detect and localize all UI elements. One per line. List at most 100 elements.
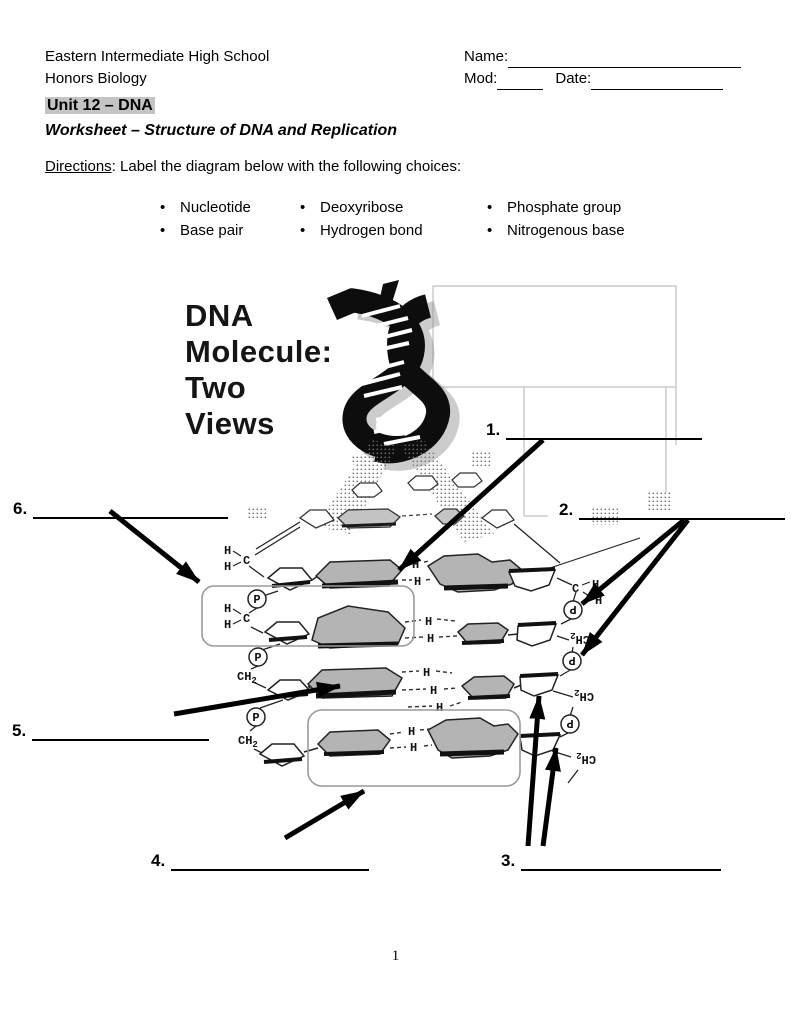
highlight-base-pair-box xyxy=(307,709,521,787)
highlight-nucleotide-box xyxy=(201,585,415,647)
name-label: Name: xyxy=(464,48,509,65)
label-number: 6. xyxy=(13,499,28,518)
label-number: 4. xyxy=(151,851,166,870)
atom-label: C xyxy=(243,612,250,626)
arrow-5 xyxy=(173,681,341,717)
caption-line: Molecule: xyxy=(185,334,332,369)
unit-title: Unit 12 – DNA xyxy=(45,93,397,118)
word-bank-item: • Hydrogen bond xyxy=(300,219,487,242)
phosphate-label: P xyxy=(569,602,576,616)
h-bond-label: H xyxy=(423,666,430,680)
bullet-icon: • xyxy=(300,222,306,239)
ch2-label: CH2 xyxy=(238,734,258,750)
date-label: Date: xyxy=(555,70,592,87)
diagram-label-1: 1. xyxy=(486,420,703,440)
diagram-label-6: 6. xyxy=(13,499,229,519)
ch2-label-flipped: CH2 xyxy=(574,687,594,703)
header-left: Eastern Intermediate High School Honors … xyxy=(45,46,269,90)
mod-blank[interactable] xyxy=(497,73,544,90)
arrow-3a xyxy=(525,695,546,847)
answer-blank-2[interactable] xyxy=(579,503,786,520)
base-pair-row xyxy=(263,605,558,649)
atom-labels-left: H H C H H C CH2 CH2 xyxy=(224,544,258,750)
pointer-arrows xyxy=(108,438,690,847)
word-bank-item: • Phosphate group xyxy=(487,196,625,219)
label-number: 2. xyxy=(559,500,574,519)
diagram-caption: DNA Molecule: Two Views xyxy=(185,298,332,441)
ch2-label-flipped: CH2 xyxy=(576,750,596,766)
word-bank-label: Base pair xyxy=(180,222,244,239)
atom-label: H xyxy=(224,602,231,616)
phosphate-label: P xyxy=(253,593,260,607)
answer-blank-1[interactable] xyxy=(506,423,703,440)
bullet-icon: • xyxy=(300,199,306,216)
word-bank-label: Nucleotide xyxy=(180,199,251,216)
phosphate-label: P xyxy=(566,716,573,730)
atom-label: C xyxy=(243,554,250,568)
word-bank-label: Deoxyribose xyxy=(320,199,404,216)
word-bank-item: • Deoxyribose xyxy=(300,196,487,219)
caption-line: Two xyxy=(185,370,246,405)
diagram-label-2: 2. xyxy=(559,500,786,520)
directions: Directions: Label the diagram below with… xyxy=(45,158,461,175)
diagram-label-4: 4. xyxy=(151,851,370,871)
bullet-icon: • xyxy=(487,222,493,239)
phosphate-label: P xyxy=(254,651,261,665)
answer-blank-6[interactable] xyxy=(33,502,229,519)
atom-label: H xyxy=(224,618,231,632)
course-name: Honors Biology xyxy=(45,70,147,87)
diagram-label-5: 5. xyxy=(12,721,210,741)
caption-line: DNA xyxy=(185,298,254,333)
diagram-label-3: 3. xyxy=(501,851,722,871)
left-backbone xyxy=(248,526,301,754)
empty-callout-box xyxy=(432,285,677,517)
h-bond-label: H xyxy=(430,684,437,698)
unit-title-highlight: Unit 12 – DNA xyxy=(45,97,155,114)
dna-diagram-image: DNA Molecule: Two Views xyxy=(108,280,690,847)
label-number: 3. xyxy=(501,851,516,870)
base-pair-row xyxy=(266,553,557,593)
answer-blank-4[interactable] xyxy=(171,854,370,871)
school-name: Eastern Intermediate High School xyxy=(45,48,270,65)
arrow-6 xyxy=(108,509,201,584)
helix-leg xyxy=(400,440,494,542)
page-number: 1 xyxy=(391,948,400,964)
h-bond-label: H xyxy=(414,575,421,589)
phosphate-circle: P P P xyxy=(560,600,583,734)
word-bank-label: Hydrogen bond xyxy=(320,222,423,239)
bullet-icon: • xyxy=(487,199,493,216)
helix-illustration xyxy=(246,280,672,542)
label-number: 5. xyxy=(12,721,27,740)
dna-ladder: P P P P P P H H C H xyxy=(224,526,602,784)
word-bank: • Nucleotide • Base pair • Deoxyribose • Hyd… xyxy=(160,196,625,242)
word-bank-label: Phosphate group xyxy=(507,199,622,216)
answer-blank-3[interactable] xyxy=(521,854,722,871)
arrow-4 xyxy=(283,788,366,841)
bullet-icon: • xyxy=(160,199,166,216)
answer-blank-5[interactable] xyxy=(32,724,210,741)
word-bank-label: Nitrogenous base xyxy=(507,222,625,239)
atom-label: H xyxy=(224,544,231,558)
arrow-1 xyxy=(397,438,545,572)
arrow-2a xyxy=(580,518,686,606)
name-blank[interactable] xyxy=(508,51,741,68)
directions-label: Directions xyxy=(45,158,112,175)
base-pair-row xyxy=(258,717,562,767)
title-block: Unit 12 – DNA Worksheet – Structure of D… xyxy=(45,93,397,143)
phosphate-label: P xyxy=(568,653,575,667)
h-bond-label: H xyxy=(427,632,434,646)
atom-label: H xyxy=(595,594,602,608)
arrow-2b xyxy=(580,518,690,657)
phosphate-circle: P P P xyxy=(246,589,268,727)
label-number: 1. xyxy=(486,420,501,439)
header-right: Name: Mod: Date: xyxy=(464,46,741,90)
word-bank-item: • Nitrogenous base xyxy=(487,219,625,242)
transition-rung xyxy=(255,508,641,569)
base-pair-row xyxy=(266,667,560,708)
date-blank[interactable] xyxy=(591,73,724,90)
atom-label: C xyxy=(572,582,579,596)
phosphate-label: P xyxy=(252,711,259,725)
worksheet-title: Worksheet – Structure of DNA and Replica… xyxy=(45,122,398,139)
bullet-icon: • xyxy=(160,222,166,239)
